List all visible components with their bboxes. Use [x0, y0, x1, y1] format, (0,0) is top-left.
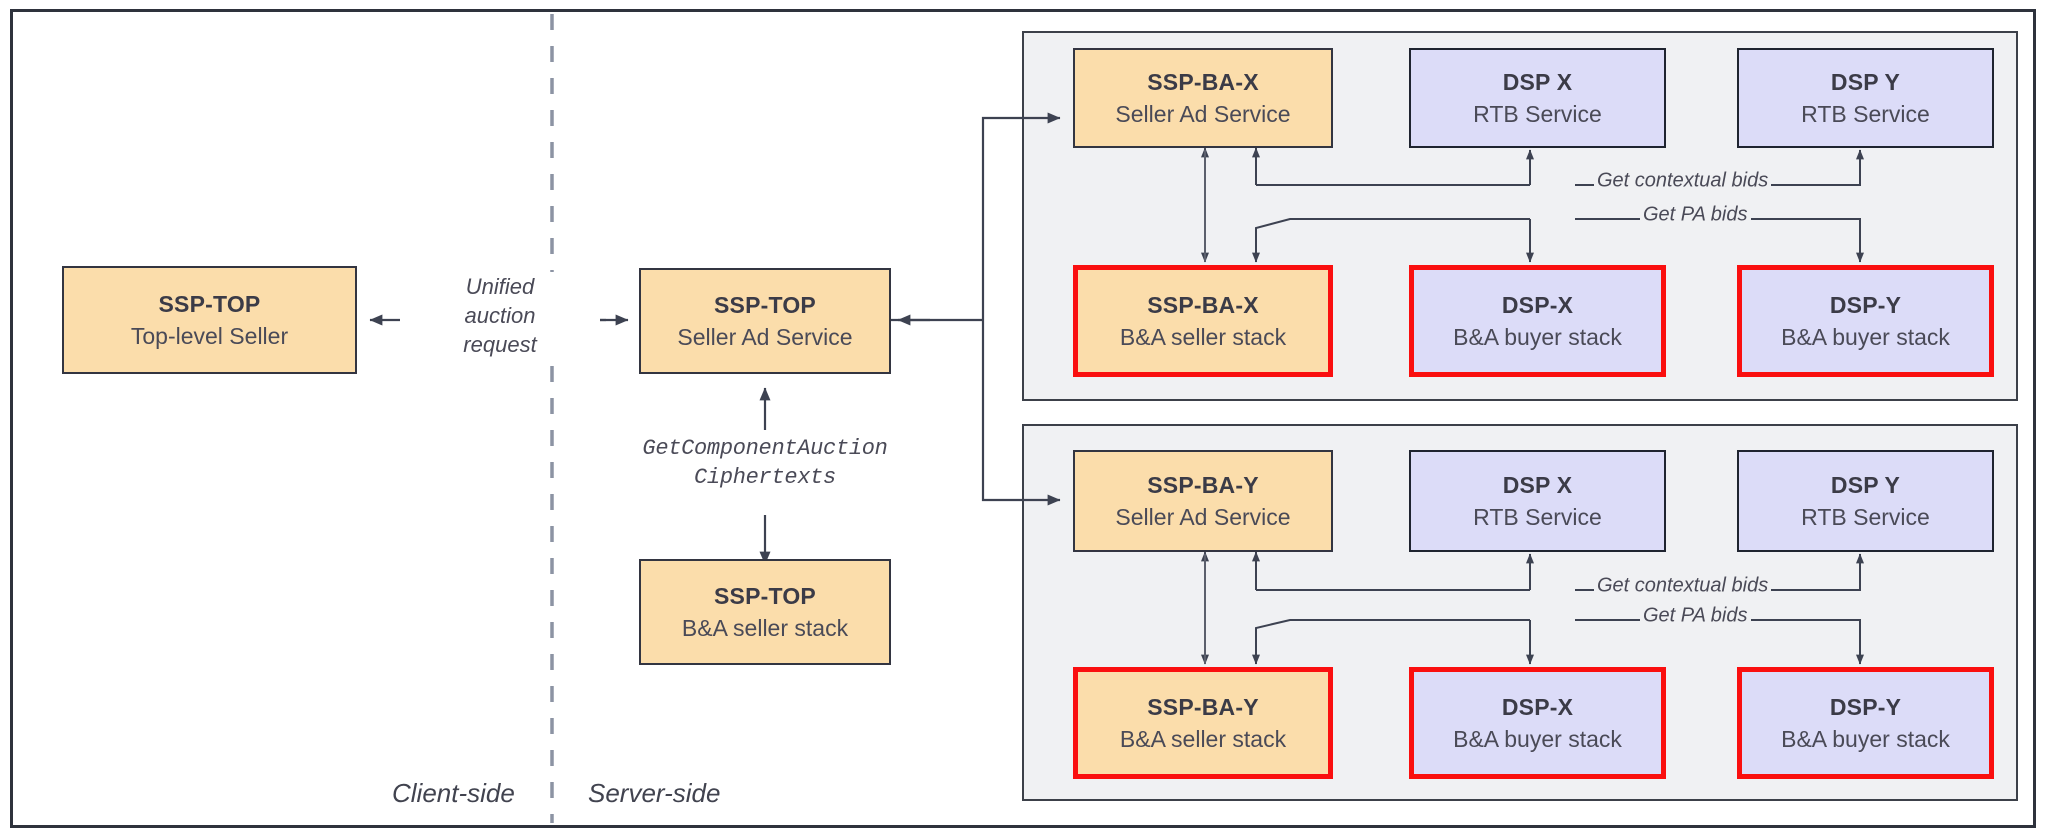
node-title: SSP-BA-Y: [1147, 471, 1259, 498]
node-title: SSP-BA-X: [1147, 68, 1259, 95]
node-title: DSP X: [1502, 68, 1573, 95]
node-title: SSP-TOP: [714, 582, 816, 609]
node-subtitle: RTB Service: [1801, 503, 1930, 530]
node-subtitle: Top-level Seller: [130, 322, 289, 349]
node-title: SSP-TOP: [714, 291, 816, 318]
node-title: DSP-X: [1501, 693, 1574, 720]
node-subtitle: B&A seller stack: [681, 614, 849, 641]
node-ssp-ba-y-ad-service[interactable]: SSP-BA-Y Seller Ad Service: [1073, 450, 1333, 552]
node-subtitle: B&A buyer stack: [1453, 323, 1622, 350]
node-subtitle: RTB Service: [1473, 503, 1602, 530]
label-server-side: Server-side: [588, 778, 721, 808]
label-client-side: Client-side: [392, 778, 515, 808]
edge-label-panel-y-pa-bids: Get PA bids: [1640, 604, 1751, 628]
node-subtitle: Seller Ad Service: [1115, 503, 1291, 530]
node-title: SSP-BA-Y: [1147, 693, 1259, 720]
node-panel-x-dsp-x-stack[interactable]: DSP-X B&A buyer stack: [1409, 265, 1666, 377]
edge-label-unified-auction-request: Unified auction request: [400, 272, 600, 360]
node-subtitle: B&A seller stack: [1119, 725, 1287, 752]
edge-label-panel-x-contextual-bids: Get contextual bids: [1594, 169, 1772, 193]
edge-label-panel-x-pa-bids: Get PA bids: [1640, 203, 1751, 227]
node-panel-x-dsp-y-stack[interactable]: DSP-Y B&A buyer stack: [1737, 265, 1994, 377]
node-ssp-ba-x-seller-stack[interactable]: SSP-BA-X B&A seller stack: [1073, 265, 1333, 377]
node-title: DSP X: [1502, 471, 1573, 498]
node-ssp-ba-y-seller-stack[interactable]: SSP-BA-Y B&A seller stack: [1073, 667, 1333, 779]
node-subtitle: B&A buyer stack: [1453, 725, 1622, 752]
edge-label-panel-y-contextual-bids: Get contextual bids: [1594, 574, 1772, 598]
node-title: DSP-Y: [1829, 693, 1902, 720]
node-ssp-top-ba-seller-stack[interactable]: SSP-TOP B&A seller stack: [639, 559, 891, 665]
node-subtitle: B&A buyer stack: [1781, 323, 1950, 350]
node-ssp-ba-x-ad-service[interactable]: SSP-BA-X Seller Ad Service: [1073, 48, 1333, 148]
node-title: DSP Y: [1830, 471, 1901, 498]
node-subtitle: Seller Ad Service: [677, 323, 853, 350]
node-subtitle: Seller Ad Service: [1115, 100, 1291, 127]
edge-label-get-component-auction-ciphertexts: GetComponentAuction Ciphertexts: [605, 434, 925, 493]
node-subtitle: B&A seller stack: [1119, 323, 1287, 350]
node-subtitle: B&A buyer stack: [1781, 725, 1950, 752]
node-subtitle: RTB Service: [1801, 100, 1930, 127]
node-ssp-top-seller[interactable]: SSP-TOP Top-level Seller: [62, 266, 357, 374]
node-panel-y-dsp-x-stack[interactable]: DSP-X B&A buyer stack: [1409, 667, 1666, 779]
node-title: DSP-Y: [1829, 291, 1902, 318]
node-title: DSP Y: [1830, 68, 1901, 95]
node-panel-y-dsp-x-rtb[interactable]: DSP X RTB Service: [1409, 450, 1666, 552]
node-ssp-top-ad-service[interactable]: SSP-TOP Seller Ad Service: [639, 268, 891, 374]
node-panel-x-dsp-y-rtb[interactable]: DSP Y RTB Service: [1737, 48, 1994, 148]
node-title: SSP-BA-X: [1147, 291, 1259, 318]
outer-frame: [10, 9, 2036, 828]
node-title: DSP-X: [1501, 291, 1574, 318]
node-panel-x-dsp-x-rtb[interactable]: DSP X RTB Service: [1409, 48, 1666, 148]
node-panel-y-dsp-y-stack[interactable]: DSP-Y B&A buyer stack: [1737, 667, 1994, 779]
node-panel-y-dsp-y-rtb[interactable]: DSP Y RTB Service: [1737, 450, 1994, 552]
node-title: SSP-TOP: [158, 290, 261, 317]
node-subtitle: RTB Service: [1473, 100, 1602, 127]
